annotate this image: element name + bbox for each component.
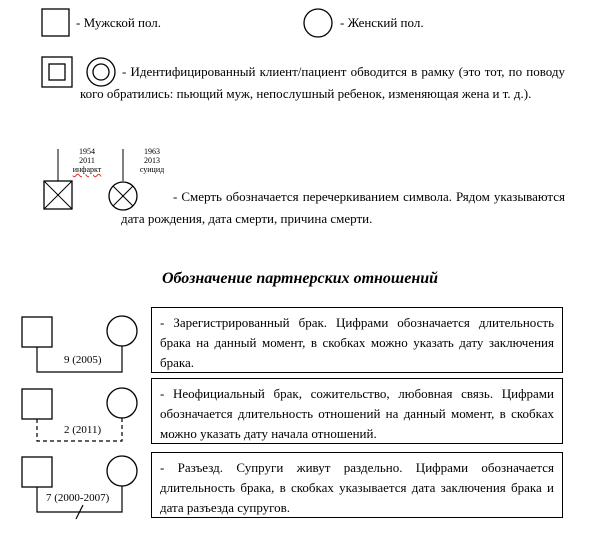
female-symbol [303,8,333,38]
relation-separation-diagram [21,455,138,520]
relation-married-diagram [21,315,138,373]
relation-separation-label: 7 (2000-2007) [46,492,110,504]
relation-married-description-text: - Зарегистрированный брак. Цифрами обозн… [160,315,554,370]
relation-cohabitation-description-text: - Неофициальный брак, сожительство, любо… [160,386,554,441]
deceased-female-birth: 1963 [144,147,160,156]
section-title: Обозначение партнерских отношений [161,270,439,287]
deceased-female-labels: 1963 2013 суицид [135,147,169,174]
identified-legend-text: - Идентифицированный клиент/пациент обво… [80,64,565,101]
relation-separation-description-text: - Разъезд. Супруги живут раздельно. Цифр… [160,460,554,515]
male-symbol [41,8,70,37]
identified-female-outer [86,57,116,87]
identified-male-outer [41,56,73,88]
deceased-male-symbol [43,180,73,210]
deceased-female-symbol [108,181,138,211]
deceased-male-birth: 1954 [79,147,95,156]
female-legend-text: - Женский пол. [340,15,424,30]
identified-male-inner [48,63,66,81]
deceased-male-labels: 1954 2011 инфаркт [70,147,104,174]
relation-separation-description: - Разъезд. Супруги живут раздельно. Цифр… [151,452,563,518]
male-legend-text: - Мужской пол. [76,15,162,30]
relation-married-label: 9 (2005) [64,354,102,366]
identified-female-inner [92,63,110,81]
deceased-female-cause: суицид [139,165,165,174]
death-legend-text: - Смерть обозначается перечеркиванием си… [121,189,565,226]
deceased-female-death: 2013 [144,156,160,165]
relation-cohabitation-description: - Неофициальный брак, сожительство, любо… [151,378,563,444]
relation-married-description: - Зарегистрированный брак. Цифрами обозн… [151,307,563,373]
relation-cohabitation-diagram [21,387,138,442]
deceased-male-cause: инфаркт [72,165,102,174]
relation-cohabitation-label: 2 (2011) [64,424,102,436]
deceased-male-death: 2011 [79,156,95,165]
